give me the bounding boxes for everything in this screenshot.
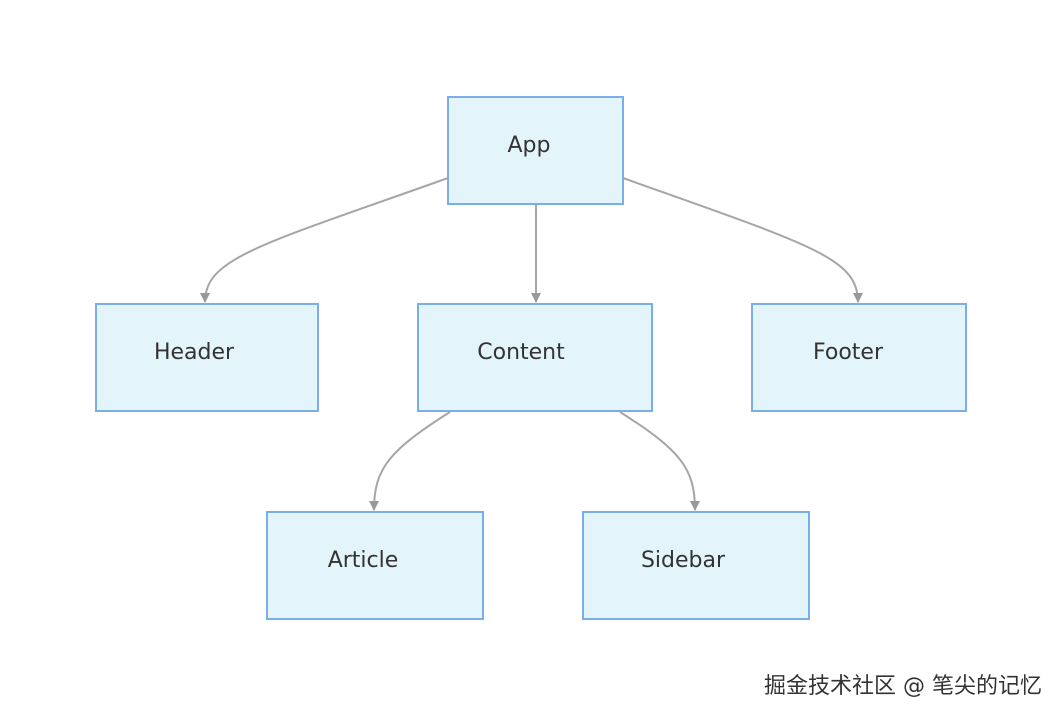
node-content: Content [417, 303, 653, 412]
node-header: Header [95, 303, 319, 412]
node-article-box [266, 511, 484, 620]
node-app-box [447, 96, 624, 205]
edge-app-footer [622, 177, 863, 303]
node-sidebar-box [582, 511, 810, 620]
watermark: 掘金技术社区 @ 笔尖的记忆 [764, 674, 1042, 699]
node-content-box [417, 303, 653, 412]
node-content-label: Content [477, 340, 565, 365]
node-footer-label: Footer [813, 340, 884, 365]
node-article: Article [266, 511, 484, 620]
node-footer-box [751, 303, 967, 412]
node-header-label: Header [154, 340, 235, 365]
node-sidebar: Sidebar [582, 511, 810, 620]
node-footer: Footer [751, 303, 967, 412]
edge-content-sidebar [619, 411, 700, 511]
node-app-label: App [508, 133, 551, 158]
edge-app-header [200, 177, 449, 303]
edge-content-article [369, 411, 451, 511]
node-header-box [95, 303, 319, 412]
edges [200, 177, 863, 511]
node-sidebar-label: Sidebar [641, 548, 726, 573]
node-article-label: Article [328, 548, 399, 573]
node-app: App [447, 96, 624, 205]
